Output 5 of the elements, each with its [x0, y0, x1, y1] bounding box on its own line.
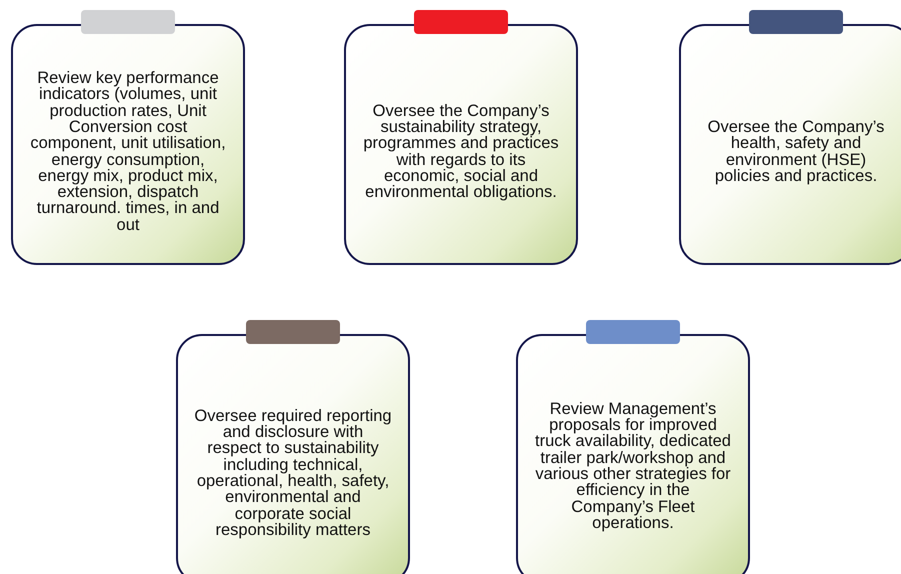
card-text: Oversee the Company’s health, safety and environment (HSE) policies and practices.: [706, 118, 886, 184]
card-text: Oversee required reporting and disclosure with respect to sustainability including technical, operational, health, safety, environmental and corporate social responsibility matters: [194, 406, 392, 538]
card-text: Review key performance indicators (volumes, unit production rates, Unit Conversion cost component, unit utilisation, energy consumption, energy mix, product mix, extension, dispatch turnaround. times, in and out: [29, 70, 227, 233]
card-text: Review Management’s proposals for improved truck availability, dedicated trailer park/workshop and various other strategies for efficiency in the Company’s Fleet operations.: [534, 400, 732, 532]
card-text: Oversee the Company’s sustainability strategy, programmes and practices with regards to its economic, social and environmental obligations.: [362, 102, 560, 200]
